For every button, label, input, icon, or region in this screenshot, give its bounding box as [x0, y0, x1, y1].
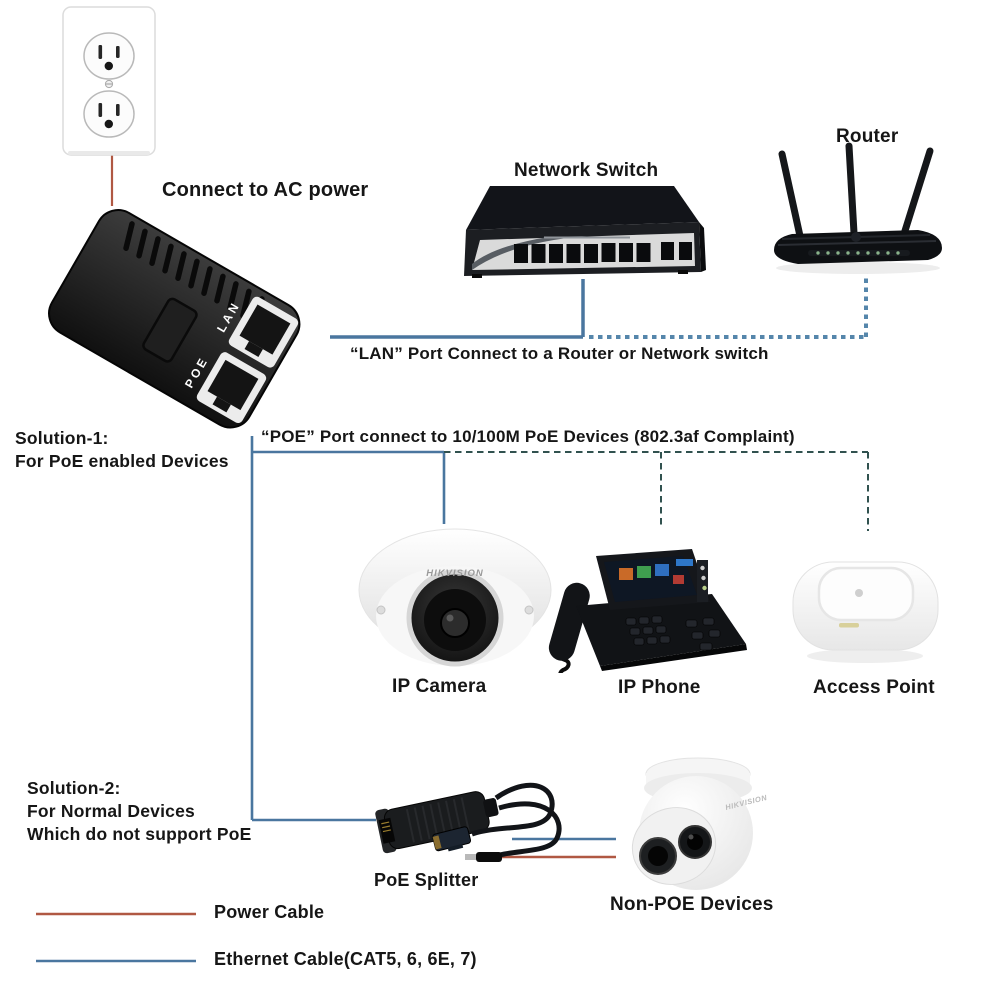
phone-handset	[548, 582, 590, 661]
legend-ethernet-cable-label: Ethernet Cable(CAT5, 6, 6E, 7)	[214, 949, 477, 969]
network-switch-label: Network Switch	[514, 160, 659, 181]
access-point-label: Access Point	[813, 677, 935, 698]
poe-splitter-label: PoE Splitter	[374, 870, 479, 890]
injector-poe-port	[196, 352, 267, 424]
ethernet-cable-injector-to-switch	[330, 279, 585, 339]
solution2-subtitle1: For Normal Devices	[27, 801, 195, 821]
dome-camera-brand: HIKVISION	[426, 568, 484, 579]
non-poe-turret-camera: HIKVISION	[631, 757, 768, 890]
router-antennas	[778, 142, 934, 240]
network-switch	[464, 186, 706, 278]
access-point-led	[839, 623, 859, 628]
router-label: Router	[836, 126, 899, 147]
solution2-subtitle2: Which do not support PoE	[27, 824, 252, 844]
router	[774, 142, 942, 274]
switch-ports	[514, 242, 692, 263]
ac-outlet	[62, 6, 156, 156]
ip-camera-label: IP Camera	[392, 676, 487, 697]
ip-phone-label: IP Phone	[618, 677, 701, 698]
router-leds	[816, 251, 900, 255]
outlet-socket-top	[83, 32, 135, 80]
injector-vents	[123, 221, 265, 326]
ethernet-cable-dashed-to-router	[589, 271, 868, 339]
poe-port-note: “POE” Port connect to 10/100M PoE Device…	[261, 427, 795, 446]
legend-power-cable-label: Power Cable	[214, 902, 325, 922]
solution1-subtitle: For PoE enabled Devices	[15, 451, 229, 471]
phone-screen	[604, 556, 697, 602]
outlet-socket-bottom	[83, 90, 135, 138]
ethernet-cable-poe-branch	[250, 436, 446, 822]
access-point	[792, 561, 939, 663]
connect-ac-label: Connect to AC power	[162, 179, 369, 201]
lan-port-note: “LAN” Port Connect to a Router or Networ…	[350, 344, 769, 363]
poe-dashed-branch-lines	[444, 451, 869, 531]
solution2-title: Solution-2:	[27, 778, 121, 798]
splitter-rj45-connector	[432, 826, 472, 852]
injector-lan-port	[228, 296, 299, 368]
phone-keypad	[625, 615, 721, 651]
solution1-title: Solution-1:	[15, 428, 109, 448]
poe-injector: LAN POE	[48, 209, 301, 429]
ip-phone	[548, 549, 747, 673]
splitter-dc-connector	[465, 852, 502, 862]
poe-splitter	[375, 782, 562, 862]
splitter-power-cable	[498, 801, 562, 858]
ip-camera: HIKVISION	[358, 528, 552, 667]
non-poe-devices-label: Non-POE Devices	[610, 894, 774, 915]
